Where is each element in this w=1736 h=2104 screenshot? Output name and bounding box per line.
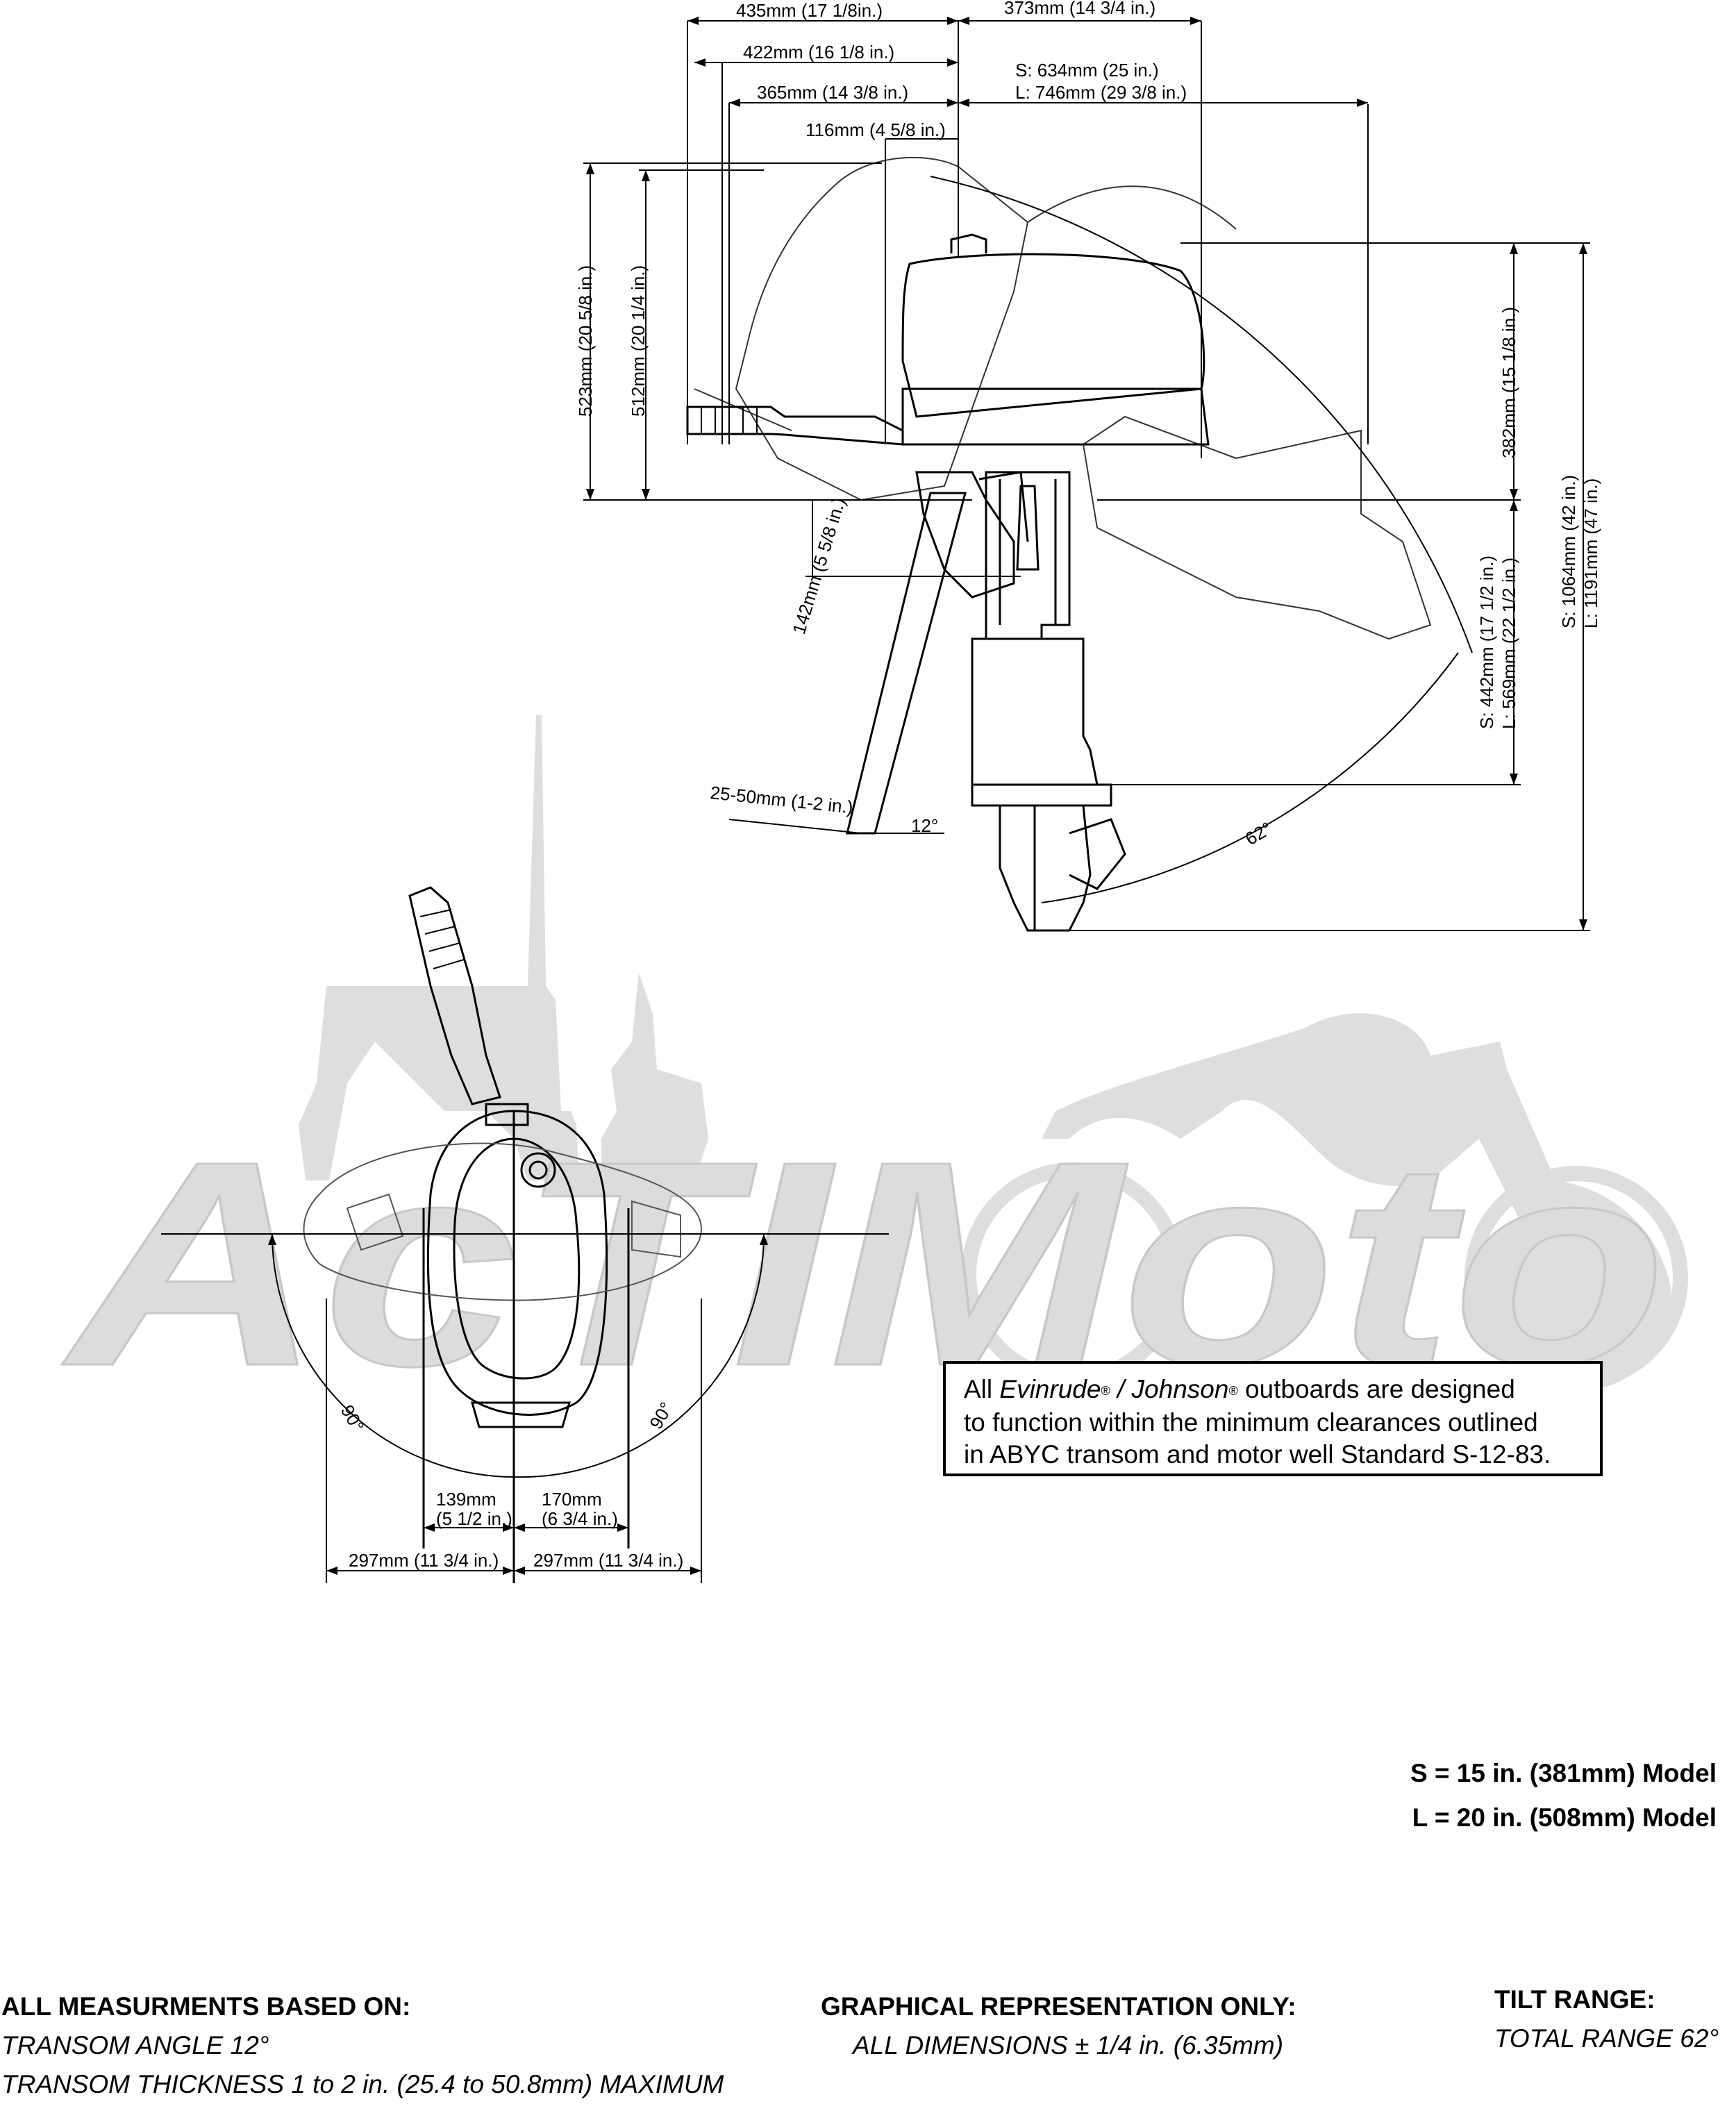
watermark-spire-shape [299, 715, 708, 1194]
side-view-dimensions [583, 20, 1590, 931]
dim-139mm-in: (5 1/2 in.) [436, 1508, 512, 1529]
midsection [985, 471, 1071, 640]
top-view-fuel-cap [520, 1152, 556, 1188]
footer-tilt-range: TILT RANGE: TOTAL RANGE 62° [1494, 1980, 1719, 2058]
dim-l-746mm: L: 746mm (29 3/8 in.) [1015, 82, 1187, 103]
note-brand-johnson: Johnson [1131, 1375, 1229, 1403]
watermark-motorcycle-shape [1042, 1013, 1673, 1392]
dim-170mm: 170mm [542, 1489, 602, 1510]
top-view-labels: 90° 90° 139mm (5 1/2 in.) 170mm (6 3/4 i… [337, 1399, 683, 1571]
side-view-outline [686, 156, 1473, 932]
dim-523mm: 523mm (20 5/8 in.) [575, 265, 596, 417]
note-line3: in ABYC transom and motor well Standard … [964, 1440, 1551, 1469]
footer-tilt-total: TOTAL RANGE 62° [1494, 2024, 1719, 2053]
watermark: AcTIMoto [58, 715, 1688, 1428]
note-line2: to function within the minimum clearance… [964, 1408, 1538, 1437]
tilt-arc [930, 176, 1473, 653]
side-view-labels: 435mm (17 1/8in.) 373mm (14 3/4 in.) 422… [575, 0, 1601, 849]
dim-170mm-in: (6 3/4 in.) [542, 1508, 618, 1529]
tilt-range-arc [1041, 652, 1459, 903]
dim-s-442mm: S: 442mm (17 1/2 in.) [1476, 556, 1497, 729]
transom-angle-label: 12° [911, 815, 938, 836]
note-line1-prefix: All [964, 1375, 1000, 1403]
engine-cowl [901, 253, 1205, 418]
dim-297mm-right: 297mm (11 3/4 in.) [533, 1550, 683, 1571]
footer-transom-angle: TRANSOM ANGLE 12° [1, 2031, 269, 2060]
dim-422mm: 422mm (16 1/8 in.) [743, 42, 894, 62]
dim-142mm: 142mm (5 5/8 in.) [788, 495, 849, 637]
footer-tilt-heading: TILT RANGE: [1494, 1985, 1655, 2014]
note-reg-mark-2: ® [1228, 1384, 1238, 1399]
footer-graphical-heading: GRAPHICAL REPRESENTATION ONLY: [821, 1992, 1296, 2021]
top-view-outline [303, 886, 703, 1583]
top-view-arrowheads [268, 1234, 768, 1575]
note-brand-evinrude: Evinrude [999, 1375, 1101, 1403]
top-view-tiller [408, 886, 501, 1105]
dim-365mm: 365mm (14 3/8 in.) [757, 82, 908, 103]
tiller-handle [686, 406, 904, 446]
dim-s-1064mm: S: 1064mm (42 in.) [1558, 475, 1579, 628]
transom-thickness-label: 25-50mm (1-2 in.) [709, 782, 854, 817]
dim-l-569mm: L: 569mm (22 1/2 in.) [1499, 558, 1519, 729]
footer-dimension-tolerance: ALL DIMENSIONS ± 1/4 in. (6.35mm) [853, 2031, 1284, 2060]
model-l-label: L = 20 in. (508mm) Model [1412, 1803, 1717, 1832]
top-view-dimensions [161, 1233, 889, 1583]
note-separator: / [1110, 1375, 1132, 1403]
steer-arc-left [272, 1233, 515, 1478]
dim-382mm: 382mm (15 1/8 in.) [1499, 307, 1519, 458]
footer-measurements-heading: ALL MEASURMENTS BASED ON: [1, 1992, 411, 2021]
clamp-bracket [915, 471, 1015, 599]
abyc-clearance-note: All Evinrude® / Johnson® outboards are d… [943, 1361, 1603, 1476]
dim-435mm: 435mm (17 1/8in.) [736, 0, 883, 21]
note-reg-mark-1: ® [1101, 1384, 1110, 1399]
gearcase [999, 804, 1092, 932]
note-line1-suffix: outboards are designed [1237, 1375, 1515, 1403]
model-s-label: S = 15 in. (381mm) Model [1410, 1759, 1717, 1787]
footer-measurements: ALL MEASURMENTS BASED ON: TRANSOM ANGLE … [1, 1987, 724, 2104]
model-legend: S = 15 in. (381mm) Model L = 20 in. (508… [1410, 1751, 1717, 1840]
dim-116mm: 116mm (4 5/8 in.) [806, 119, 946, 140]
footer-graphical: GRAPHICAL REPRESENTATION ONLY: ALL DIMEN… [821, 1987, 1296, 2065]
footer-transom-thickness: TRANSOM THICKNESS 1 to 2 in. (25.4 to 50… [1, 2070, 724, 2098]
dim-s-634mm: S: 634mm (25 in.) [1015, 60, 1159, 81]
leg [971, 637, 1099, 786]
dim-139mm: 139mm [436, 1489, 496, 1510]
dim-297mm-left: 297mm (11 3/4 in.) [349, 1550, 499, 1571]
dim-373mm: 373mm (14 3/4 in.) [1004, 0, 1155, 18]
dim-512mm: 512mm (20 1/4 in.) [628, 265, 649, 417]
transom [846, 492, 967, 835]
dim-l-1191mm: L: 1191mm (47 in.) [1580, 478, 1601, 628]
steer-arc-right [513, 1233, 765, 1478]
